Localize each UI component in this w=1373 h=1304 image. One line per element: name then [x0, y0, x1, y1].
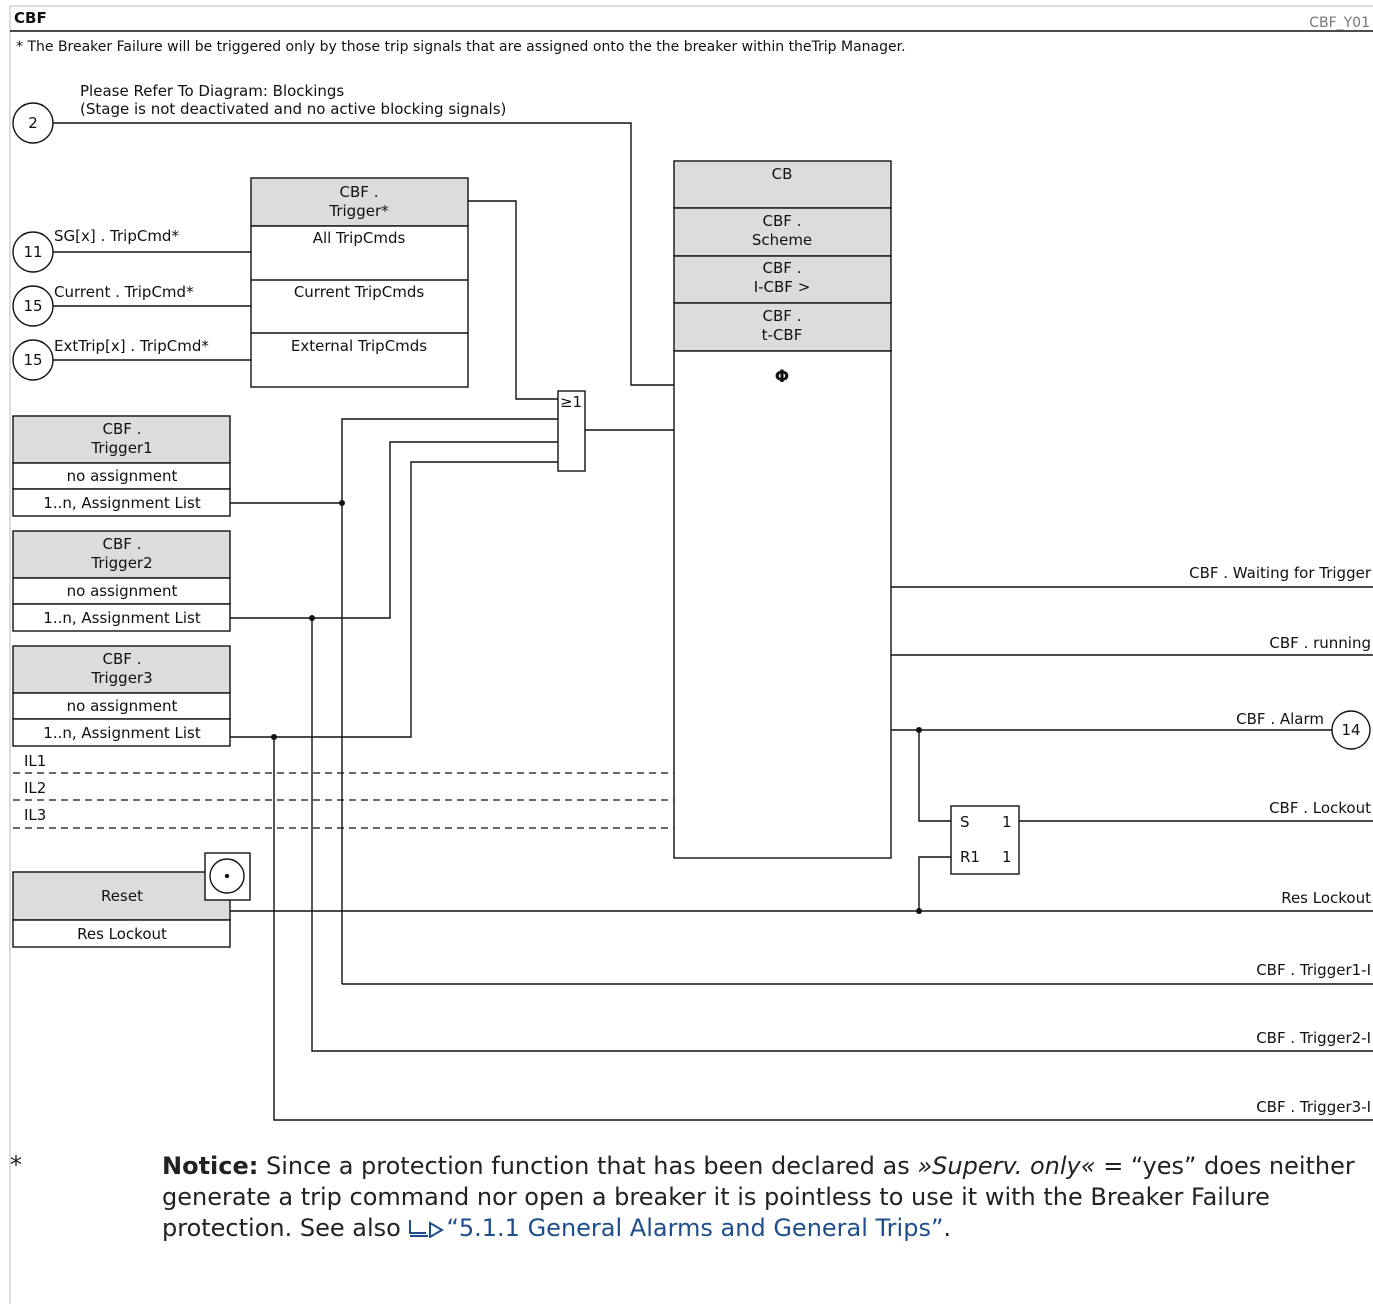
alarm-ref-circle [1331, 710, 1371, 750]
current-label: IL1 [24, 752, 46, 770]
param-value: no assignment [67, 697, 178, 715]
param-title: CBF . [103, 535, 142, 553]
footnote-top: * The Breaker Failure will be triggered … [16, 39, 906, 55]
notice-text: = “yes” does neither generate a trip com… [162, 1152, 1355, 1242]
junction-dot [339, 500, 345, 506]
param-title: CBF . [103, 650, 142, 668]
or-gate [557, 390, 586, 472]
blocking-line2: (Stage is not deactivated and no active … [80, 100, 506, 118]
input-ref: 15 [23, 351, 42, 369]
output-alarm-label: CBF . Alarm [1236, 710, 1324, 728]
cb-setting: Scheme [752, 231, 812, 249]
param-title: CBF . [103, 420, 142, 438]
output-lockout-label: CBF . Lockout [1269, 799, 1371, 817]
trigger3-wire [230, 461, 558, 738]
input-label: SG[x] . TripCmd* [54, 227, 179, 245]
reset-value: Res Lockout [77, 925, 167, 943]
reset-block: Reset Res Lockout [12, 871, 231, 948]
latch-s-value: 1 [1002, 813, 1012, 831]
link-arrow-icon [409, 1220, 445, 1238]
trigger-select-header: CBF . [340, 183, 379, 201]
trigger-option: External TripCmds [291, 337, 427, 355]
trigger3-output-wire [273, 737, 1373, 1121]
cb-setting: CBF . [763, 212, 802, 230]
cb-title: CB [772, 165, 793, 183]
input-label: ExtTrip[x] . TripCmd* [54, 337, 209, 355]
input-ref: 11 [23, 243, 42, 261]
param-title: Trigger1 [90, 439, 152, 457]
trigger1-param: CBF . Trigger1 no assignment 1..n, Assig… [12, 415, 231, 517]
reset-pushbutton-icon [204, 852, 251, 901]
trigger2-param: CBF . Trigger2 no assignment 1..n, Assig… [12, 530, 231, 632]
cb-setting: t-CBF [762, 326, 803, 344]
param-title: Trigger2 [90, 554, 152, 572]
param-value: 1..n, Assignment List [43, 609, 201, 627]
notice-text: Since a protection function that has bee… [258, 1152, 918, 1180]
param-value: no assignment [67, 467, 178, 485]
param-value: 1..n, Assignment List [43, 724, 201, 742]
trigger-option: All TripCmds [313, 229, 406, 247]
latch-r-label: R1 [960, 848, 980, 866]
trigger1-bus [341, 418, 558, 984]
input-label: Current . TripCmd* [54, 283, 194, 301]
trigger-select-wire [468, 200, 558, 400]
current-label: IL3 [24, 806, 46, 824]
trigger-select-box: CBF . Trigger* All TripCmds Current Trip… [250, 177, 469, 388]
blocking-ref-number: 2 [28, 114, 38, 132]
trigger3-param: CBF . Trigger3 no assignment 1..n, Assig… [12, 645, 231, 747]
cb-setting: I-CBF > [754, 278, 811, 296]
notice-param: »Superv. only« [917, 1152, 1096, 1180]
blocking-wire [53, 122, 674, 386]
junction-dot [271, 734, 277, 740]
output-waiting-label: CBF . Waiting for Trigger [1189, 564, 1372, 582]
param-value: no assignment [67, 582, 178, 600]
latch-r-value: 1 [1002, 848, 1012, 866]
notice-mark: * [10, 1151, 22, 1179]
cb-setting: CBF . [763, 259, 802, 277]
current-label: IL2 [24, 779, 46, 797]
notice-paragraph: Notice: Since a protection function that… [162, 1151, 1362, 1244]
trigger-option: Current TripCmds [294, 283, 425, 301]
diagram-id: CBF_Y01 [1309, 15, 1370, 31]
latch-set-wire [918, 730, 951, 822]
output-trigger3-label: CBF . Trigger3-I [1256, 1098, 1371, 1116]
latch-s-label: S [960, 813, 970, 831]
diagram-title: CBF [14, 9, 47, 27]
param-title: Trigger3 [90, 669, 152, 687]
output-running-label: CBF . running [1269, 634, 1371, 652]
trigger-select-header: Trigger* [328, 202, 389, 220]
alarm-ref-number: 14 [1341, 721, 1360, 739]
notice-link[interactable]: “5.1.1 General Alarms and General Trips” [446, 1214, 944, 1242]
trigger2-wire [230, 441, 558, 619]
cb-setting: CBF . [763, 307, 802, 325]
output-res-lockout-label: Res Lockout [1281, 889, 1371, 907]
or-gate-symbol: ≥1 [560, 393, 582, 411]
input-ref: 15 [23, 297, 42, 315]
trigger2-output-wire [311, 618, 1373, 1052]
junction-dot [309, 615, 315, 621]
sr-latch [950, 805, 1020, 875]
notice-end: . [943, 1214, 952, 1242]
output-trigger1-label: CBF . Trigger1-I [1256, 961, 1371, 979]
cb-symbol: Φ [775, 367, 789, 387]
blocking-line1: Please Refer To Diagram: Blockings [80, 82, 344, 100]
cb-function-block: CB CBF . Scheme CBF . I-CBF > CBF . t-CB… [673, 160, 892, 859]
notice-heading: Notice: [162, 1152, 259, 1180]
output-trigger2-label: CBF . Trigger2-I [1256, 1029, 1371, 1047]
junction-dot [916, 908, 922, 914]
param-value: 1..n, Assignment List [43, 494, 201, 512]
reset-label: Reset [101, 887, 143, 905]
latch-reset-wire [918, 856, 951, 911]
